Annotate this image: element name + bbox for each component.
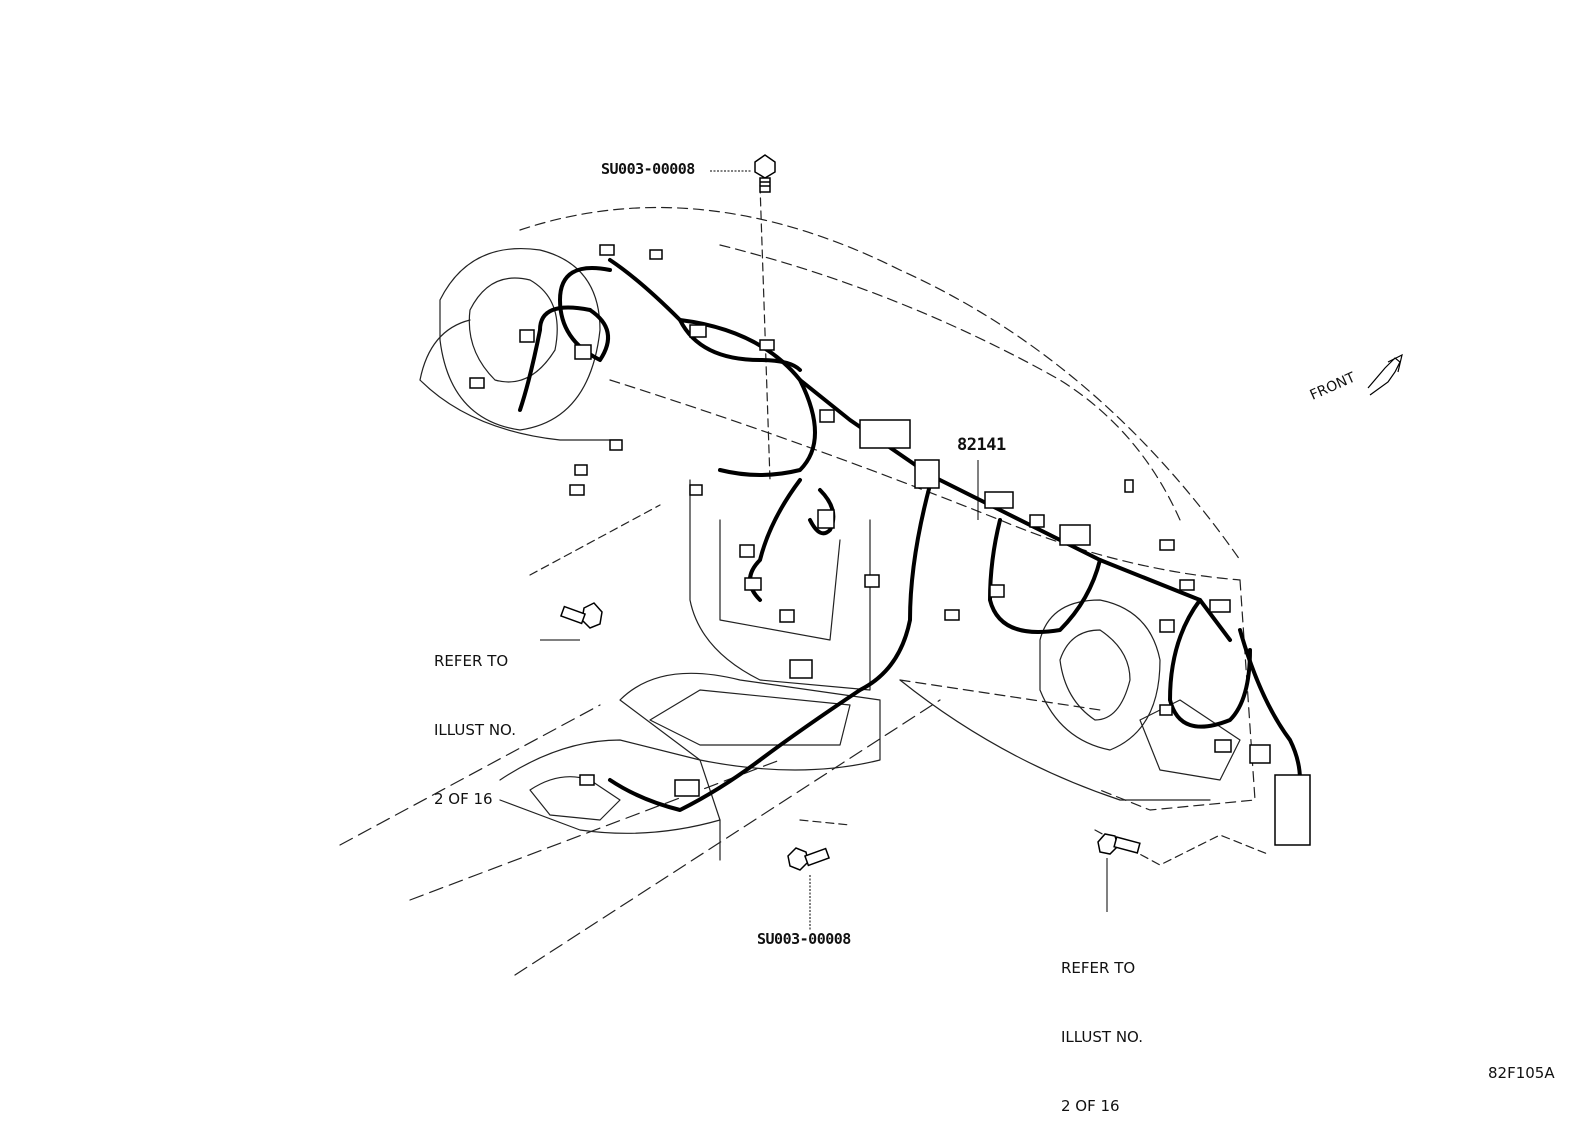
front-arrow-icon (1367, 353, 1403, 396)
connector (1179, 579, 1195, 591)
dash-inner-outline (719, 244, 1181, 521)
connector (779, 609, 795, 623)
refer-line: REFER TO (1061, 959, 1136, 977)
center-stack-2 (719, 519, 841, 641)
connector (609, 439, 623, 451)
dash-floor-line-2 (409, 759, 781, 901)
dash-floor-line-3 (514, 699, 941, 976)
harness-right-branch (1168, 598, 1252, 729)
connector (914, 459, 940, 489)
connector (864, 574, 880, 588)
bolt-icon (754, 154, 776, 193)
refer-line: ILLUST NO. (1061, 1028, 1144, 1046)
connector (674, 779, 700, 797)
left-pod (419, 319, 471, 381)
dash-right-lower (899, 679, 1211, 801)
refer-note-left[interactable]: REFER TO ILLUST NO. 2 OF 16 (434, 604, 516, 834)
harness-short-1 (808, 488, 836, 536)
connector (944, 609, 960, 621)
refer-line: 2 OF 16 (434, 790, 493, 808)
parts-diagram: SU003-00008 82141 SU003-00008 REFER TO I… (339, 154, 1555, 1115)
connector (599, 244, 615, 256)
refer-line: ILLUST NO. (434, 721, 517, 739)
connector (574, 344, 592, 360)
harness-main-trunk (608, 258, 1232, 642)
connector (689, 484, 703, 496)
connector (789, 659, 813, 679)
harness-center-drop (718, 378, 817, 477)
connector (984, 491, 1014, 509)
dash-right-leader (1094, 829, 1271, 866)
connector (649, 249, 663, 260)
connector (1159, 619, 1175, 633)
right-vent-inner (1059, 629, 1131, 721)
connector (519, 329, 535, 343)
part-number-bottom-bolt[interactable]: SU003-00008 (757, 930, 851, 948)
harness-illustration (339, 154, 1403, 976)
bolt-icon (559, 602, 603, 629)
connector (819, 409, 835, 423)
connector (1159, 539, 1175, 551)
connector (739, 544, 755, 558)
left-vent (439, 248, 601, 431)
dash-center-leader (759, 184, 771, 481)
connector (469, 377, 485, 389)
connector (817, 509, 835, 529)
harness-left-branch (518, 305, 592, 412)
harness-upper-arc (678, 318, 802, 372)
harness-long-down (608, 483, 932, 812)
connector (1249, 744, 1271, 764)
connector (1214, 739, 1232, 753)
bolt-icon (1097, 833, 1141, 855)
refer-line: REFER TO (434, 652, 509, 670)
connectors (469, 244, 1311, 846)
connector (574, 464, 588, 476)
dash-floor-line-1 (339, 704, 601, 846)
connector (569, 484, 585, 496)
dash-right-edge (1099, 579, 1256, 811)
dash-left-leader (529, 504, 661, 576)
center-stack (689, 479, 871, 691)
dash-bottom-leader (799, 819, 851, 826)
glovebox (1139, 699, 1241, 781)
part-number-top-bolt[interactable]: SU003-00008 (601, 160, 695, 178)
illustration-code: 82F105A (1488, 1064, 1555, 1082)
connector (759, 339, 775, 351)
connector (1159, 704, 1173, 716)
connector (1124, 479, 1134, 493)
connector (579, 774, 595, 786)
refer-note-right[interactable]: REFER TO ILLUST NO. 2 OF 16 (1061, 911, 1143, 1141)
right-vent (1039, 599, 1161, 751)
connector (689, 324, 707, 338)
console-tray (649, 689, 851, 746)
bolt-icon (787, 847, 831, 871)
dash-left-body (419, 379, 621, 441)
part-number-harness[interactable]: 82141 (957, 435, 1006, 455)
console-pad (529, 776, 621, 821)
connector (1059, 524, 1091, 546)
harness-mid-branch (988, 518, 1102, 634)
harness-right-tail (1238, 628, 1302, 782)
connector (989, 584, 1005, 598)
connector (1029, 514, 1045, 528)
relay-box (1274, 774, 1311, 846)
dash-front-edge (609, 379, 1241, 581)
connector (1209, 599, 1231, 613)
refer-line: 2 OF 16 (1061, 1097, 1120, 1115)
wire-harness-82141 (518, 258, 1302, 812)
dash-console-edge (899, 679, 1101, 711)
dash-top-outline (519, 206, 1241, 561)
connector (744, 577, 762, 591)
left-vent-inner (468, 277, 558, 383)
harness-left-loop (558, 266, 612, 362)
console-rear (499, 739, 721, 834)
connector (859, 419, 911, 449)
